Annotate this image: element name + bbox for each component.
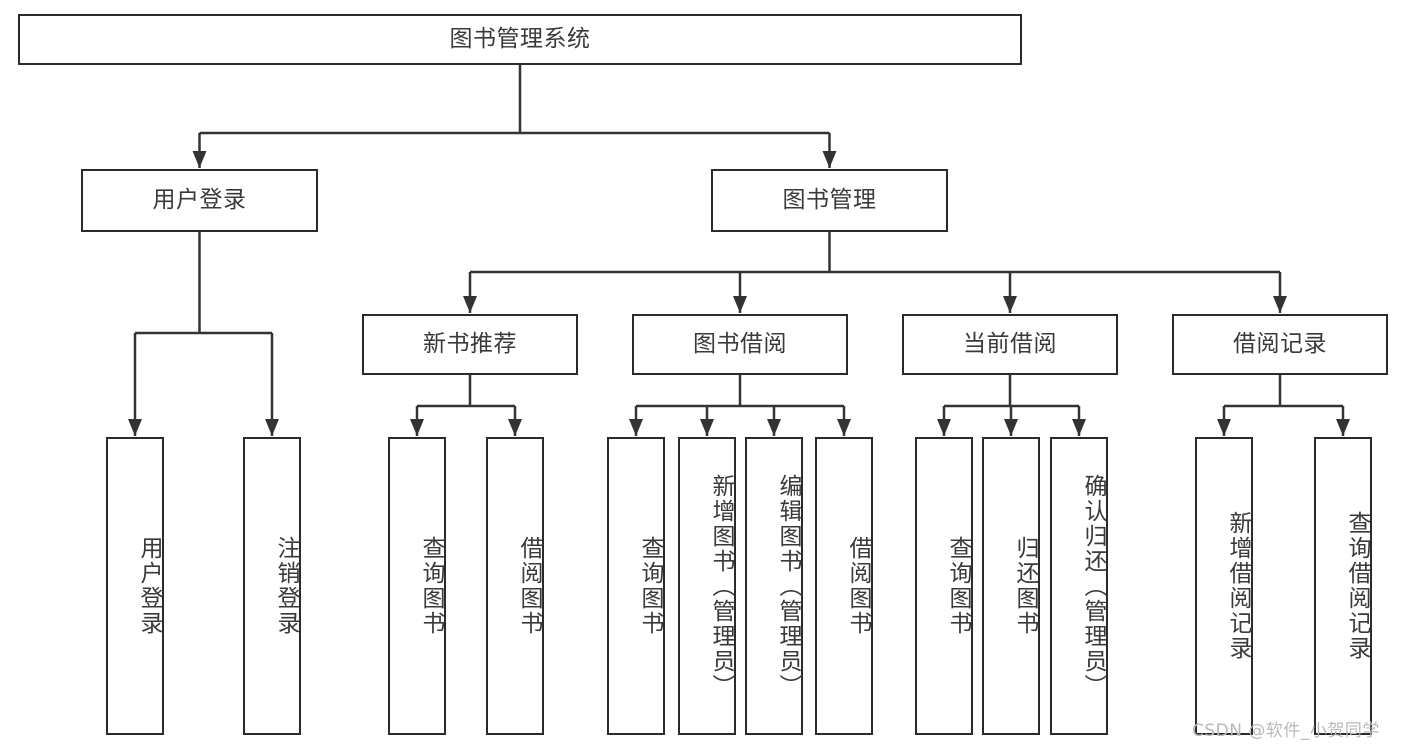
node-book-manage[interactable]: 图书管理 <box>711 169 948 232</box>
node-label: 借阅图书 <box>516 536 542 636</box>
arrowhead-icon <box>463 296 477 313</box>
node-label: 当前借阅 <box>963 330 1057 357</box>
node-leaf-borrow-book-1[interactable]: 借阅图书 <box>486 437 544 735</box>
arrowhead-icon <box>1273 296 1287 313</box>
node-current-borrow[interactable]: 当前借阅 <box>902 314 1118 375</box>
node-label: 新增借阅记录 <box>1225 511 1251 661</box>
node-label: 新增图书（管理员） <box>708 473 734 699</box>
arrowhead-icon <box>192 151 207 168</box>
arrowhead-icon <box>937 419 951 436</box>
arrowhead-icon <box>629 419 643 436</box>
node-label: 用户登录 <box>152 186 247 213</box>
node-borrow-record[interactable]: 借阅记录 <box>1172 314 1388 375</box>
node-user-login[interactable]: 用户登录 <box>81 169 318 232</box>
node-leaf-user-login[interactable]: 用户登录 <box>106 437 164 735</box>
node-new-book-recommend[interactable]: 新书推荐 <box>362 314 578 375</box>
node-label: 新书推荐 <box>423 330 517 357</box>
node-root[interactable]: 图书管理系统 <box>18 14 1022 65</box>
arrowhead-icon <box>1336 419 1350 436</box>
arrowhead-icon <box>508 419 522 436</box>
arrowhead-icon <box>410 419 424 436</box>
arrowhead-icon <box>733 296 747 313</box>
node-leaf-query-book-3[interactable]: 查询图书 <box>915 437 973 735</box>
node-label: 图书管理系统 <box>449 25 591 52</box>
node-leaf-edit-book-admin[interactable]: 编辑图书（管理员） <box>745 437 803 735</box>
node-label: 查询图书 <box>418 536 444 636</box>
node-label: 用户登录 <box>136 536 162 636</box>
node-leaf-confirm-return-admin[interactable]: 确认归还（管理员） <box>1050 437 1108 735</box>
arrowhead-icon <box>128 419 142 436</box>
arrowhead-icon <box>1004 419 1018 436</box>
arrowhead-icon <box>265 419 279 436</box>
arrowhead-icon <box>1003 296 1017 313</box>
node-leaf-return-book[interactable]: 归还图书 <box>982 437 1040 735</box>
node-label: 查询借阅记录 <box>1344 511 1370 661</box>
node-label: 查询图书 <box>637 536 663 636</box>
node-leaf-borrow-book-2[interactable]: 借阅图书 <box>815 437 873 735</box>
node-label: 确认归还（管理员） <box>1080 473 1106 699</box>
node-label: 编辑图书（管理员） <box>775 473 801 699</box>
node-label: 注销登录 <box>273 536 299 636</box>
node-leaf-query-borrow-record[interactable]: 查询借阅记录 <box>1314 437 1372 735</box>
node-leaf-add-borrow-record[interactable]: 新增借阅记录 <box>1195 437 1253 735</box>
arrowhead-icon <box>700 419 714 436</box>
node-leaf-query-book-1[interactable]: 查询图书 <box>388 437 446 735</box>
node-label: 查询图书 <box>945 536 971 636</box>
node-leaf-logout-login[interactable]: 注销登录 <box>243 437 301 735</box>
node-leaf-query-book-2[interactable]: 查询图书 <box>607 437 665 735</box>
node-label: 图书借阅 <box>693 330 787 357</box>
node-book-borrow[interactable]: 图书借阅 <box>632 314 848 375</box>
watermark-label: CSDN @软件_小贺同学 <box>1192 721 1380 741</box>
arrowhead-icon <box>1072 419 1086 436</box>
arrowhead-icon <box>1217 419 1231 436</box>
node-label: 借阅记录 <box>1233 330 1327 357</box>
arrowhead-icon <box>837 419 851 436</box>
arrowhead-icon <box>822 151 837 168</box>
node-label: 图书管理 <box>782 186 877 213</box>
arrowhead-icon <box>767 419 781 436</box>
node-label: 归还图书 <box>1012 536 1038 636</box>
node-leaf-add-book-admin[interactable]: 新增图书（管理员） <box>678 437 736 735</box>
node-label: 借阅图书 <box>845 536 871 636</box>
